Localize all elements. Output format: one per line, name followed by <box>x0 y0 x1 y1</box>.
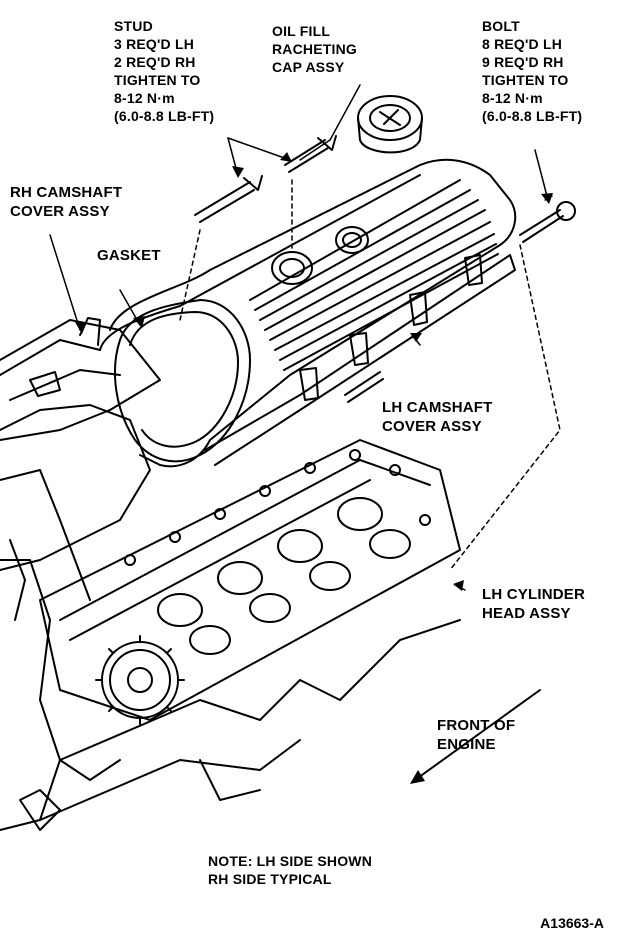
figure-id: A13663-A <box>540 915 604 931</box>
gasket-label: GASKET <box>97 247 161 264</box>
lh-cylinder-head <box>39 439 461 725</box>
studs <box>194 135 384 403</box>
engine-block <box>0 469 461 831</box>
rh-camshaft-cover-label: RH CAMSHAFT COVER ASSY <box>10 184 123 220</box>
bolt-label: BOLT 8 REQ'D LH 9 REQ'D RH TIGHTEN TO 8-… <box>482 18 583 124</box>
lh-camshaft-cover-label: LH CAMSHAFT COVER ASSY <box>382 399 493 435</box>
rh-camshaft-cover <box>0 317 161 571</box>
stud-label: STUD 3 REQ'D LH 2 REQ'D RH TIGHTEN TO 8-… <box>114 18 215 124</box>
front-of-engine-label: FRONT OF ENGINE <box>437 717 516 753</box>
bolt <box>519 201 576 243</box>
oil-fill-cap <box>357 95 423 154</box>
lh-cylinder-head-label: LH CYLINDER HEAD ASSY <box>482 586 586 622</box>
front-of-engine-arrow <box>410 689 541 784</box>
note-label: NOTE: LH SIDE SHOWN RH SIDE TYPICAL <box>208 853 373 887</box>
lh-camshaft-cover <box>99 158 517 468</box>
oil-fill-cap-label: OIL FILL RACHETING CAP ASSY <box>272 23 358 75</box>
leader-arrowheads <box>75 152 553 591</box>
